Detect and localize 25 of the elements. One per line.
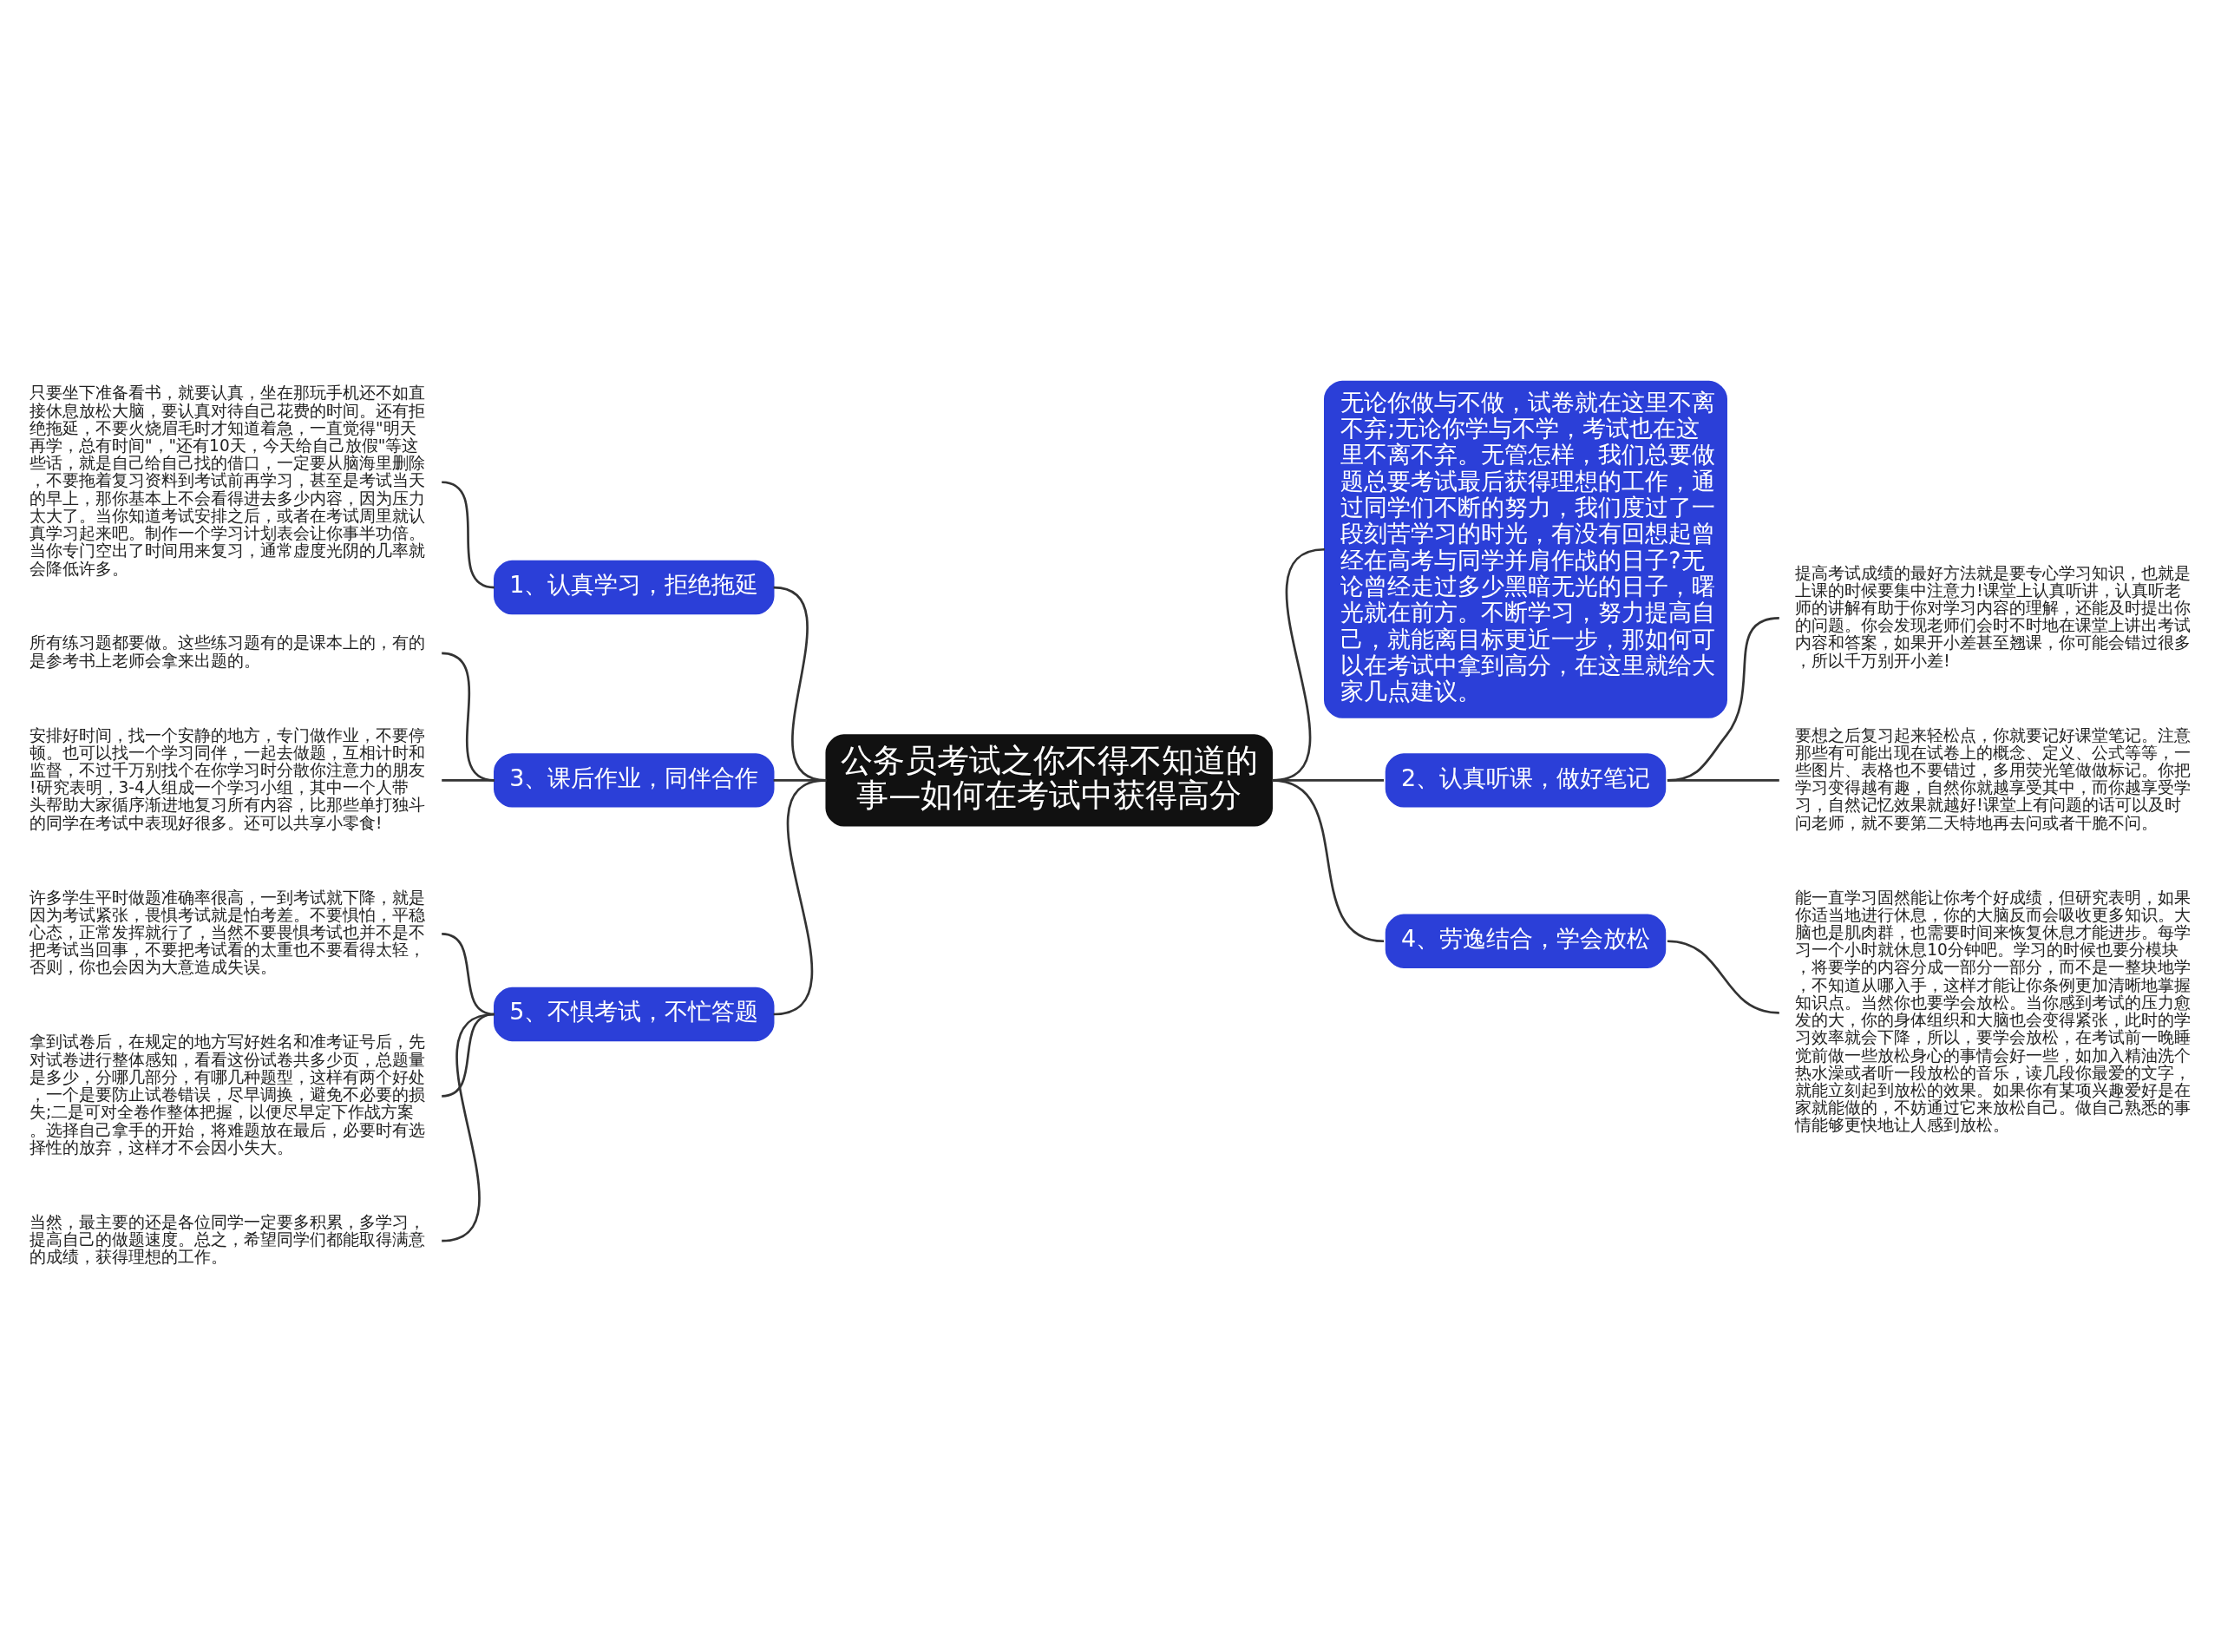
node-text: 当然，最主要的还是各位同学一定要多积累，多学习，提高自己的做题速度。总之，希望同学们都能取得满意的成绩，获得理想的工作。 [29, 1212, 426, 1266]
node-box: 3、课后作业，同伴合作 [494, 752, 775, 808]
connector [1667, 778, 1779, 782]
node-box: 4、劳逸结合，学会放松 [1385, 914, 1667, 968]
node-text: 许多学生平时做题准确率很高，一到考试就下降，就是因为考试紧张，畏惧考试就是怕考差。不要惧怕，平稳心态，正常发挥就行了，当然不要畏惧考试也并不是不把考试当回事，不要把考试看的太重也不要看得太轻，否则，你也会因为大意造成失误。 [29, 888, 426, 976]
connector [441, 480, 495, 588]
node-text: 拿到试卷后，在规定的地方写好姓名和准考证号后，先对试卷进行整体感知，看看这份试卷共多少页，总题量是多少，分哪几部分，有哪几种题型，这样有两个好处，一个是要防止试卷错误，尽早调换，避免不必要的损失;二是可对全卷作整体把握，以便尽早定下作战方案。选择自己拿手的开始，将难题放在最后，必要时有选择性的放弃，这样才不会因小失大。 [29, 1032, 426, 1157]
connector [441, 652, 495, 782]
node-box: 2、认真听课，做好笔记 [1385, 752, 1667, 808]
node-box: 1、认真学习，拒绝拖延 [494, 560, 775, 614]
connector [1271, 778, 1385, 942]
node-text: 要想之后复习起来轻松点，你就要记好课堂笔记。注意那些有可能出现在试卷上的概念、定义、公式等等，一些图片、表格也不要错过，多用荧光笔做做标记。你把学习变得越有趣，自然你就越享受其中，而你越享受学习，自然记忆效果就越好!课堂上有问题的话可以及时问老师，就不要第二天特地再去问或者干脆不问。 [1795, 725, 2192, 832]
connector [773, 778, 827, 1015]
node-text: 只要坐下准备看书，就要认真，坐在那玩手机还不如直接休息放松大脑，要认真对待自己花费的时间。还有拒绝拖延，不要火烧眉毛时才知道着急，一直觉得"明天再学，总有时间"，"还有10天，今天给自己放假"等这些话，就是自己给自己找的借口，一定要从脑海里删除，不要拖着复习资料到考试前再学习，甚至是考试当天的早上，那你基本上不会看得进去多少内容，因为压力太大了。当你知道考试安排之后，或者在考试周里就认真学习起来吧。制作一个学习计划表会让你事半功倍。当你专门空出了时间用来复习，通常虚度光阴的几率就会降低许多。 [29, 383, 426, 578]
node-text: 能一直学习固然能让你考个好成绩，但研究表明，如果你适当地进行休息，你的大脑反而会吸收更多知识。大脑也是肌肉群，也需要时间来恢复休息才能进步。每学习一个小时就休息10分钟吧。学习的时候也要分模块，将要学的内容分成一部分一部分，而不是一整块地学，不知道从哪入手，这样才能让你条例更加清晰地掌握知识点。当然你也要学会放松。当你感到考试的压力愈发的大，你的身体组织和大脑也会变得紧张，此时的学习效率就会下降，所以，要学会放松，在考试前一晚睡觉前做一些放松身心的事情会好一些，如加入精油洗个热水澡或者听一段放松的音乐，读几段你最爱的文字，就能立刻起到放松的效果。如果你有某项兴趣爱好是在家就能做的，不妨通过它来放松自己。做自己熟悉的事情能够更快地让人感到放松。 [1795, 888, 2192, 1134]
connector [441, 1013, 495, 1242]
connector [1667, 939, 1779, 1014]
connector [442, 778, 495, 782]
node-box: 5、不惧考试，不忙答题 [494, 987, 775, 1041]
node-text: 提高考试成绩的最好方法就是要专心学习知识，也就是上课的时候要集中注意力!课堂上认真听讲，认真听老师的讲解有助于你对学习内容的理解，还能及时提出你的问题。你会发现老师们会时不时地在课堂上讲出考试内容和答案，如果开小差甚至翘课，你可能会错过很多，所以千万别开小差! [1795, 563, 2192, 670]
node-box: 无论你做与不做，试卷就在这里不离不弃;无论你学与不学，考试也在这里不离不弃。无管怎样，我们总要做题总要考试最后获得理想的工作，通过同学们不断的努力，我们度过了一段刻苦学习的时光，有没有回想起曾经在高考与同学并肩作战的日子?无论曾经走过多少黑暗无光的日子，曙光就在前方。不断学习，努力提高自己，就能离目标更近一步，那如何可以在考试中拿到高分，在这里就给大家几点建议。 [1324, 380, 1727, 718]
connector [1667, 616, 1779, 782]
node-text: 安排好时间，找一个安静的地方，专门做作业，不要停顿。也可以找一个学习同伴，一起去做题，互相计时和监督，不过千万别找个在你学习时分散你注意力的朋友!研究表明，3-4人组成一个学习小组，其中一个人带头帮助大家循序渐进地复习所有内容，比那些单打独斗的同学在考试中表现好很多。还可以共享小零食! [29, 725, 426, 832]
node-box: 公务员考试之你不得不知道的事—如何在考试中获得高分 [825, 733, 1273, 826]
node-text: 所有练习题都要做。这些练习题有的是课本上的，有的是参考书上老师会拿来出题的。 [29, 633, 426, 670]
